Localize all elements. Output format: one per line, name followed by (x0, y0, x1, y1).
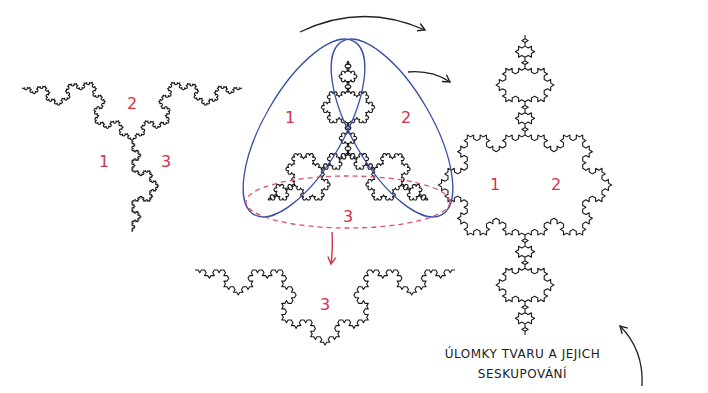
move-arrow (331, 232, 332, 264)
handwritten-note: ÚLOMKY TVARU A JEJICH SESKUPOVÁNÍ (420, 344, 625, 384)
selection-ellipse (307, 21, 476, 234)
selection-ellipse (219, 21, 388, 234)
move-arrow (300, 16, 425, 32)
callout-number: 1 (99, 153, 109, 171)
callout-number: 3 (161, 153, 171, 171)
callout-number: 2 (401, 109, 411, 127)
callout-number: 1 (490, 176, 500, 194)
callout-number: 2 (127, 95, 137, 113)
koch-fragment (195, 270, 455, 345)
selection-ellipse (246, 176, 450, 228)
move-arrow (408, 72, 450, 82)
callout-number: 2 (551, 176, 561, 194)
koch-fragments-grouped (22, 82, 242, 232)
callout-number: 1 (285, 109, 295, 127)
callout-number: 3 (343, 208, 353, 226)
pointer-arrow (620, 326, 642, 386)
koch-fragments-pair (438, 35, 611, 335)
callout-number: 3 (320, 296, 330, 314)
